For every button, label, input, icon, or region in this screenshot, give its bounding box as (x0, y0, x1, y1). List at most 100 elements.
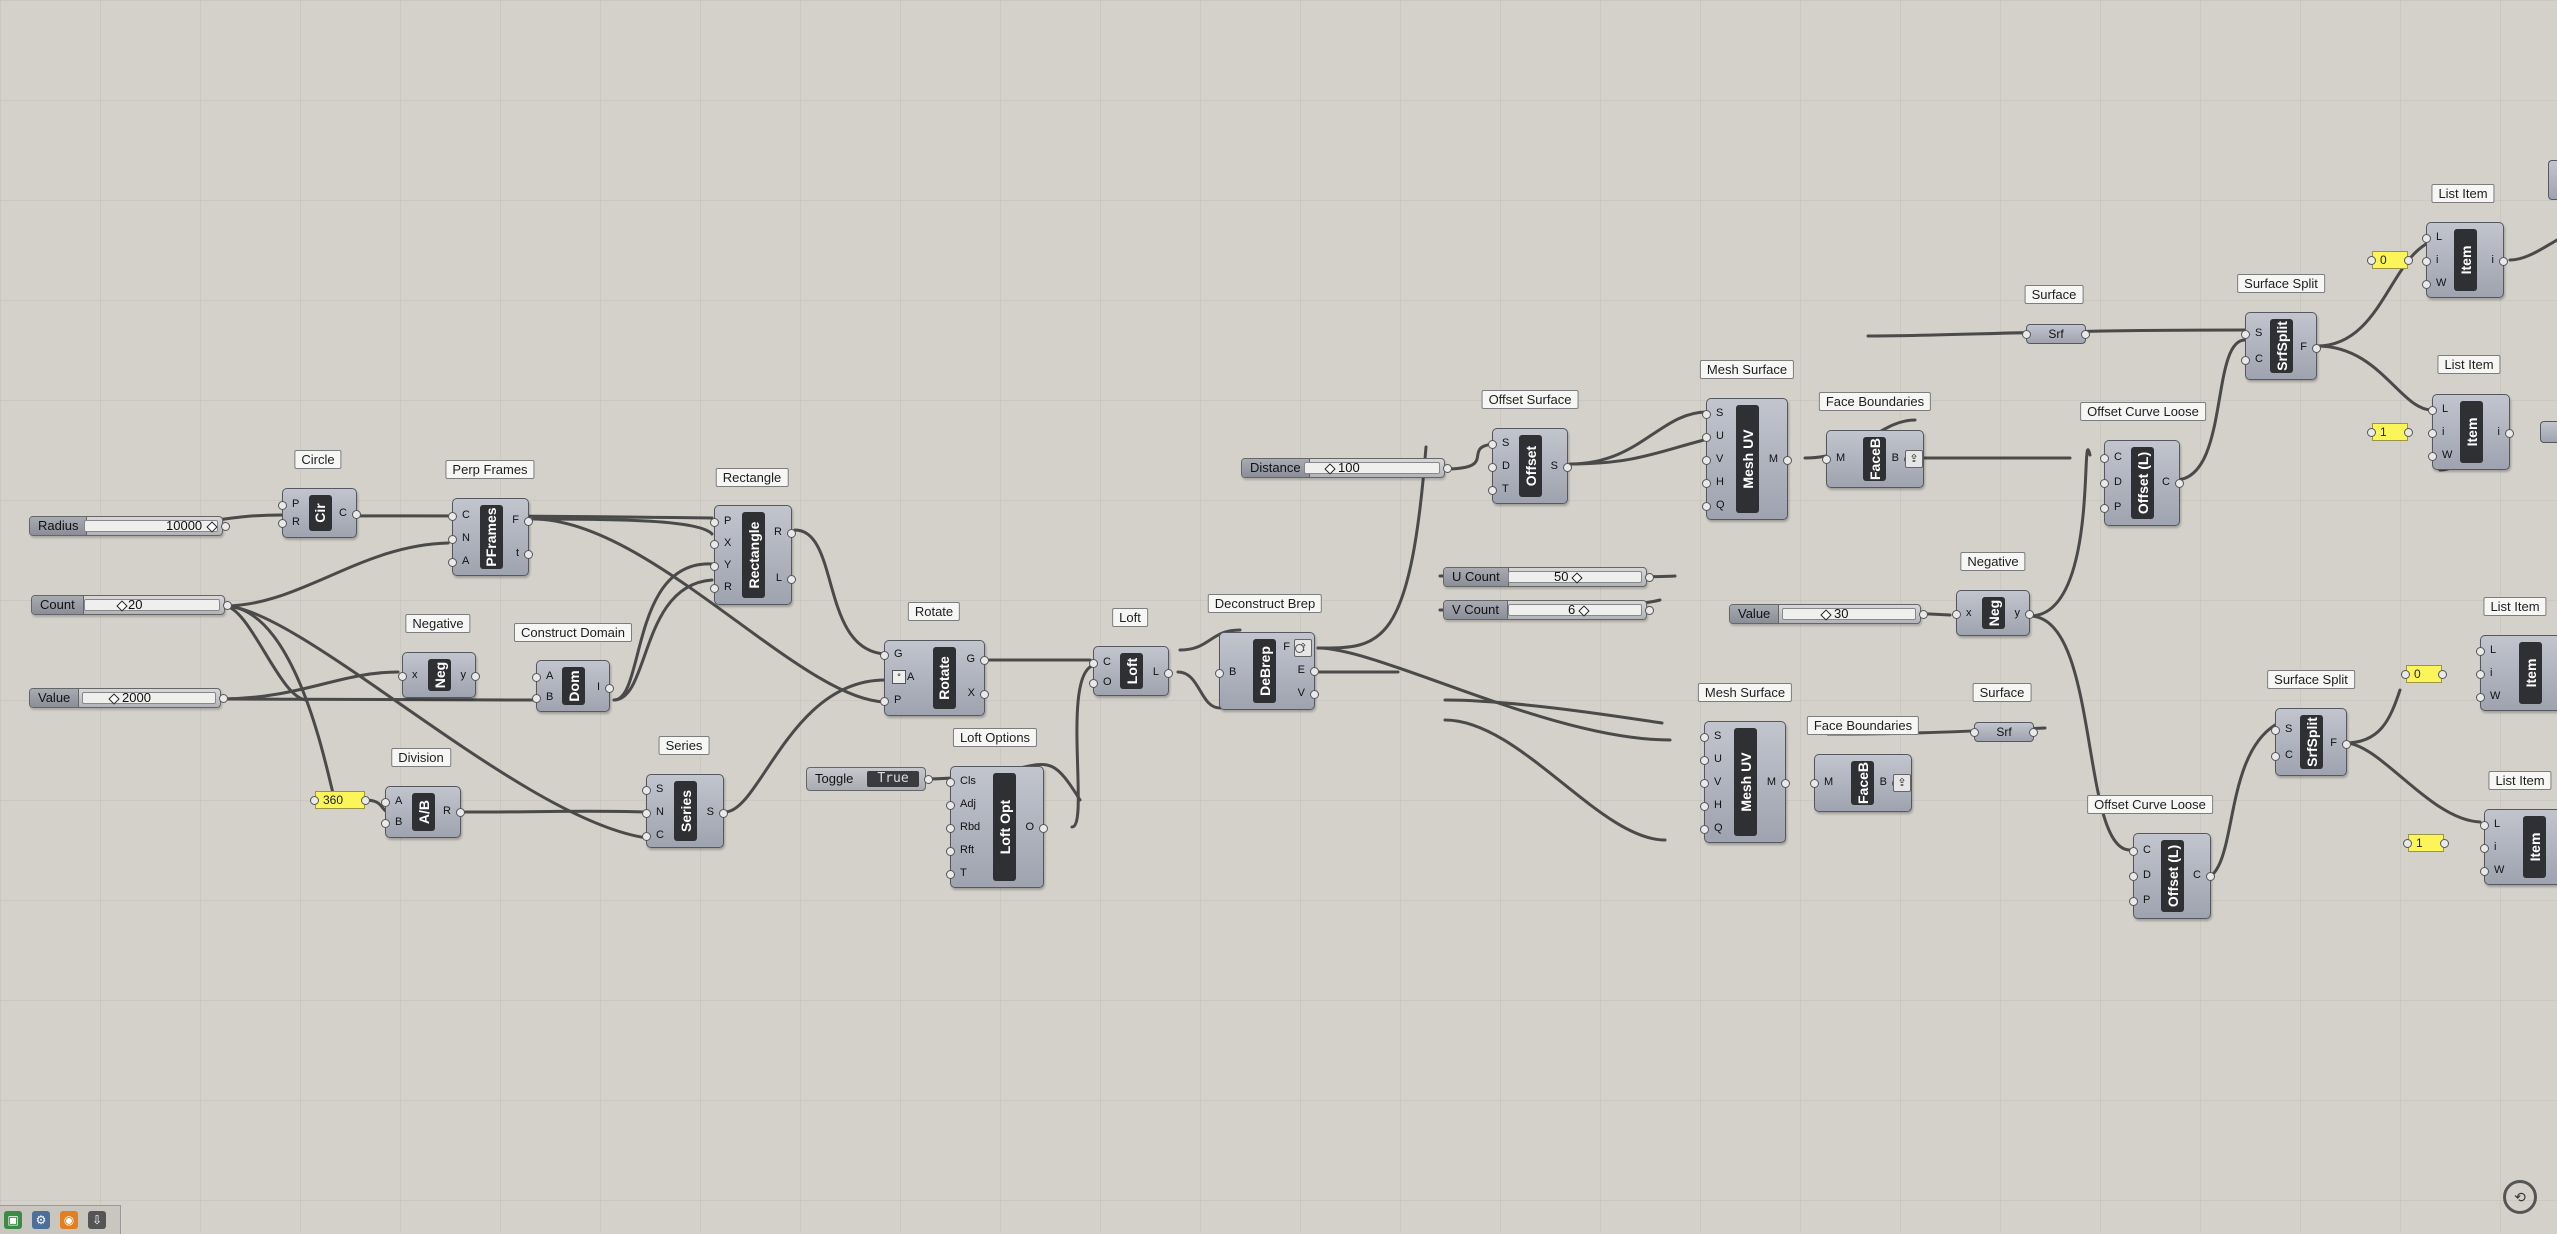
radius-slider[interactable]: Radius 10000 (29, 516, 230, 536)
input-pin[interactable]: B (531, 691, 554, 703)
output-grip[interactable] (221, 522, 230, 531)
output-grip[interactable] (1645, 573, 1654, 582)
input-pin[interactable]: P (709, 515, 732, 527)
output-pin[interactable]: y (2014, 607, 2033, 619)
output-pin[interactable]: M (1766, 776, 1791, 788)
output-pin[interactable]: t (515, 547, 534, 559)
input-pin[interactable]: N (448, 532, 470, 544)
negative-component[interactable]: Neg x y (1953, 590, 2033, 636)
input-pin[interactable]: U (1700, 753, 1722, 765)
output-pin[interactable]: L (775, 572, 797, 584)
loft-options-component[interactable]: Loft Opt Cls Adj Rbd Rft T O (945, 766, 1047, 888)
count-slider[interactable]: Count 20 (31, 595, 232, 615)
input-pin[interactable]: W (2427, 449, 2453, 461)
input-pin[interactable]: Q (1702, 499, 1725, 511)
series-component[interactable]: Series S N C S (641, 774, 730, 848)
output-pin[interactable]: G (966, 653, 988, 665)
slider-track[interactable] (1304, 462, 1440, 474)
mesh-surface-component[interactable]: Mesh UV S U V H Q M (1699, 721, 1791, 843)
input-pin[interactable]: V (1701, 453, 1724, 465)
input-pin[interactable]: U (1702, 430, 1724, 442)
input-pin[interactable]: A (531, 670, 554, 682)
input-pin[interactable]: C (1089, 656, 1111, 668)
output-grip[interactable] (1645, 606, 1654, 615)
input-pin[interactable]: D (2129, 869, 2151, 881)
input-pin[interactable]: R (710, 581, 732, 593)
circle-component[interactable]: Cir P R C (277, 488, 361, 538)
offset-curve-loose-component[interactable]: Offset (L) C D P C (2128, 833, 2215, 919)
input-pin[interactable]: x (399, 669, 418, 681)
truncated-component[interactable] (2540, 421, 2557, 443)
list-item-component[interactable]: Item L i W i (2424, 394, 2518, 470)
output-pin[interactable]: F (2330, 737, 2351, 749)
output-pin[interactable]: O (1025, 821, 1047, 833)
surface-split-component[interactable]: SrfSplit S C F (2240, 312, 2321, 380)
input-pin[interactable]: G (880, 648, 903, 660)
output-pin[interactable]: F (1283, 641, 1304, 653)
input-grip[interactable] (310, 796, 319, 805)
input-pin[interactable]: C (2271, 749, 2293, 761)
input-pin[interactable]: L (2475, 644, 2497, 656)
face-boundaries-component[interactable]: FaceB M B ⇪ (1809, 754, 1912, 812)
slider-track[interactable] (1782, 608, 1916, 620)
input-pin[interactable]: S (1699, 730, 1722, 742)
index-panel[interactable]: 1 (2367, 423, 2413, 441)
input-pin[interactable]: C (2129, 844, 2151, 856)
output-pin[interactable]: C (339, 507, 361, 519)
input-grip[interactable] (2367, 256, 2376, 265)
input-pin[interactable]: C (2241, 353, 2263, 365)
panel-360[interactable]: 360 (310, 791, 370, 809)
output-pin[interactable]: L (1152, 666, 1174, 678)
boolean-toggle[interactable]: Toggle True (806, 767, 933, 791)
toggle-value[interactable]: True (867, 771, 919, 787)
offset-surface-component[interactable]: Offset S D T S (1487, 428, 1574, 504)
output-pin[interactable]: S (706, 806, 730, 818)
deconstruct-brep-component[interactable]: DeBrep B ⇪ F E V (1214, 632, 1321, 710)
output-pin[interactable]: R (443, 805, 465, 817)
output-pin[interactable]: E (1297, 664, 1321, 676)
output-pin[interactable]: F (2300, 341, 2321, 353)
slider-track[interactable] (84, 599, 220, 611)
input-pin[interactable]: T (1488, 483, 1509, 495)
perp-frames-component[interactable]: PFrames C N A F t (447, 498, 534, 576)
input-pin[interactable]: R (278, 516, 300, 528)
rotate-component[interactable]: Rotate G A P G X ° (879, 640, 991, 716)
input-pin[interactable]: H (1700, 799, 1722, 811)
output-pin[interactable]: I (596, 681, 615, 693)
input-pin[interactable]: i (2418, 254, 2439, 266)
input-pin[interactable]: P (2099, 501, 2122, 513)
input-pin[interactable]: D (1488, 460, 1510, 472)
output-grip[interactable] (924, 775, 933, 784)
output-pin[interactable]: B (1891, 452, 1915, 464)
input-pin[interactable]: N (642, 806, 664, 818)
list-item-component[interactable]: Item L i W i (2418, 222, 2512, 298)
input-pin[interactable]: A (447, 555, 470, 567)
index-panel[interactable]: 0 (2367, 251, 2413, 269)
input-pin[interactable]: S (1487, 437, 1510, 449)
input-pin[interactable]: C (2100, 451, 2122, 463)
input-pin[interactable]: X (709, 537, 732, 549)
new-document-icon[interactable]: ▣ (4, 1211, 22, 1229)
negative-component[interactable]: Neg x y (399, 652, 479, 698)
v-count-slider[interactable]: V Count 6 (1443, 600, 1654, 620)
input-pin[interactable]: P (2128, 894, 2151, 906)
input-pin[interactable]: Y (709, 559, 732, 571)
list-item-component[interactable]: Item L i W (2476, 809, 2557, 885)
input-pin[interactable]: L (2427, 403, 2449, 415)
input-pin[interactable]: Cls (946, 775, 976, 787)
input-pin[interactable]: W (2479, 864, 2505, 876)
distance-slider[interactable]: Distance 100 (1241, 458, 1452, 478)
output-grip[interactable] (219, 694, 228, 703)
input-pin[interactable]: V (1699, 776, 1722, 788)
gear-icon[interactable]: ⚙ (32, 1211, 50, 1229)
input-pin[interactable]: i (2476, 841, 2497, 853)
output-pin[interactable]: S (1550, 460, 1574, 472)
input-pin[interactable]: W (2475, 690, 2501, 702)
output-pin[interactable]: y (460, 669, 479, 681)
output-pin[interactable]: X (967, 687, 991, 699)
input-pin[interactable]: S (1701, 407, 1724, 419)
input-pin[interactable]: C (448, 509, 470, 521)
input-pin[interactable]: C (642, 829, 664, 841)
truncated-component[interactable] (2548, 160, 2557, 200)
